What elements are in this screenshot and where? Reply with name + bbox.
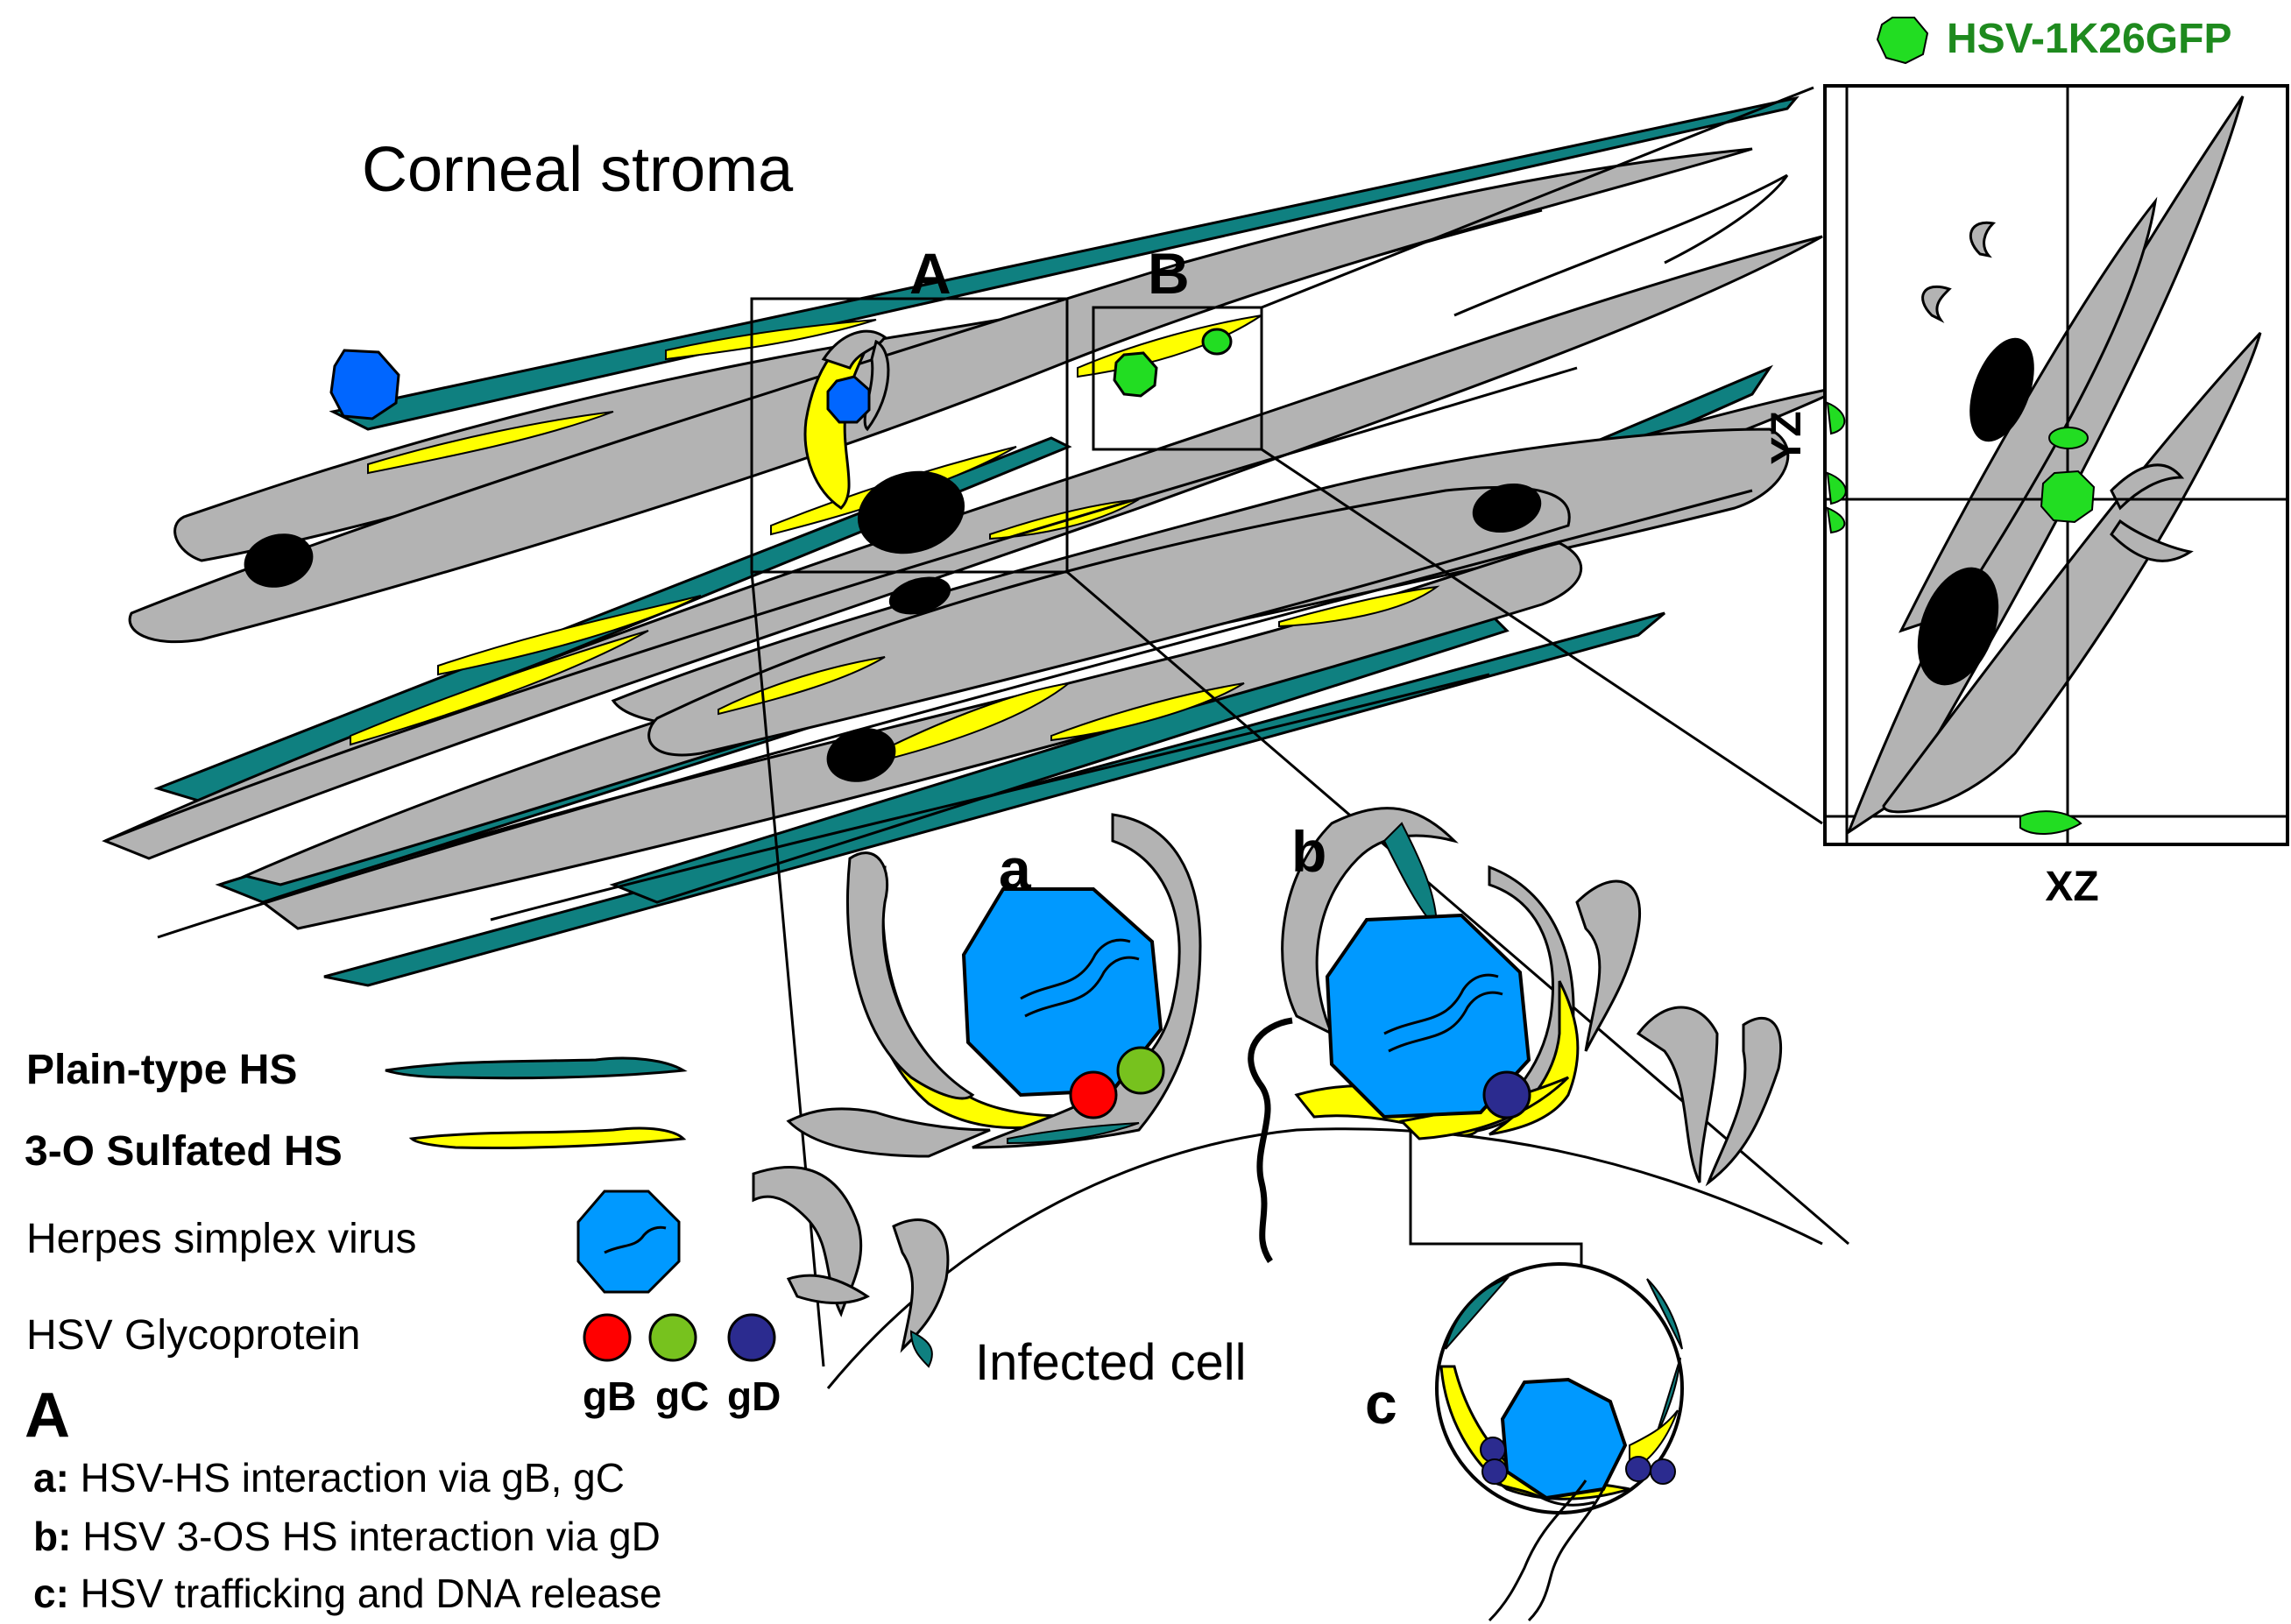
- gfp-virus-icon: [2040, 470, 2096, 524]
- gfp-virus-icon: [1113, 351, 1158, 398]
- glycoprotein-gd-icon: [1650, 1458, 1676, 1485]
- region-b-label: B: [1148, 241, 1190, 306]
- orthogonal-view-panel: [1823, 84, 2289, 846]
- infected-cell-view: [752, 807, 1823, 1389]
- nucleus: [857, 470, 965, 554]
- note-c: c: HSV trafficking and DNA release: [33, 1571, 662, 1616]
- note-b-text: HSV 3-OS HS interaction via gD: [71, 1514, 660, 1559]
- diagram-title: Corneal stroma: [362, 135, 794, 205]
- glycoprotein-gb-icon: [1069, 1070, 1118, 1119]
- virus-icon: [1325, 913, 1531, 1119]
- gfp-virus-icon: [1201, 328, 1233, 356]
- panel-c-endosome: [1435, 1262, 1684, 1622]
- nucleus: [1917, 567, 1999, 686]
- legend-sulfated-hs-label: 3-O Sulfated HS: [25, 1128, 343, 1175]
- region-b-box: [1092, 306, 1263, 451]
- note-b-key: b:: [33, 1514, 71, 1559]
- virus-icon: [826, 375, 871, 424]
- axis-yz-label: YZ: [1764, 411, 1810, 464]
- panel-b-label: b: [1291, 819, 1326, 884]
- legend-glyphs: [385, 17, 1929, 1362]
- keratocyte-cell: [102, 235, 1823, 860]
- region-boxes: [750, 297, 1263, 574]
- projection-lines: [750, 86, 1849, 1367]
- legend-glycoprotein-label: HSV Glycoprotein: [26, 1312, 361, 1359]
- note-a-text: HSV-HS interaction via gB, gC: [69, 1455, 625, 1500]
- panel-a-label: a: [999, 837, 1032, 901]
- note-a-key: a:: [33, 1455, 69, 1500]
- virus-strain-label: HSV-1K26GFP: [1947, 16, 2231, 62]
- nuclei: [244, 470, 1542, 782]
- nucleus: [1472, 483, 1542, 533]
- nucleus: [1969, 337, 2034, 442]
- legend-gb-label: gB: [583, 1373, 636, 1419]
- glycoprotein-gd-icon: [1481, 1458, 1508, 1485]
- glycoprotein-gc-icon: [1116, 1046, 1165, 1095]
- region-a-contents: [803, 329, 890, 510]
- note-a: a: HSV-HS interaction via gB, gC: [33, 1455, 625, 1500]
- legend-virus-label: Herpes simplex virus: [26, 1216, 416, 1262]
- stroma-yellow-strands: [350, 314, 1440, 764]
- legend-plain-hs-label: Plain-type HS: [26, 1047, 297, 1093]
- glycoprotein-gd-icon: [1480, 1437, 1506, 1463]
- legend-virus-icon: [576, 1190, 681, 1294]
- legend-gd-label: gD: [727, 1373, 781, 1419]
- keratocyte-cell: [128, 147, 1753, 644]
- keratocyte-cell: [647, 485, 1571, 757]
- region-a-box: [750, 297, 1069, 574]
- virus-free-icon: [329, 349, 400, 420]
- region-b-contents: [1113, 328, 1233, 398]
- note-b: b: HSV 3-OS HS interaction via gD: [33, 1514, 661, 1559]
- gfp-legend-icon: [1876, 17, 1929, 65]
- notes-heading: A: [25, 1380, 70, 1451]
- note-c-text: HSV trafficking and DNA release: [69, 1571, 662, 1616]
- nucleus: [826, 728, 896, 782]
- infected-cell-label: Infected cell: [975, 1334, 1247, 1391]
- region-a-label: A: [909, 241, 951, 306]
- glycoprotein-gd-icon: [1625, 1456, 1651, 1482]
- panel-c-label: c: [1365, 1371, 1397, 1436]
- stroma-fibrils: [104, 173, 1789, 939]
- nucleus: [244, 533, 314, 588]
- legend-gb-icon: [583, 1313, 632, 1362]
- plain-hs-icon: [385, 1056, 688, 1080]
- legend-gd-icon: [727, 1313, 776, 1362]
- legend-gc-label: gC: [655, 1373, 709, 1419]
- sulfated-hs-icon: [408, 1126, 687, 1150]
- note-c-key: c:: [33, 1571, 69, 1616]
- nucleus: [888, 576, 951, 615]
- gfp-virus-icon: [2048, 427, 2089, 449]
- legend-gc-icon: [648, 1313, 697, 1362]
- glycoprotein-gd-icon: [1482, 1070, 1531, 1119]
- axis-xz-label: XZ: [2045, 864, 2098, 910]
